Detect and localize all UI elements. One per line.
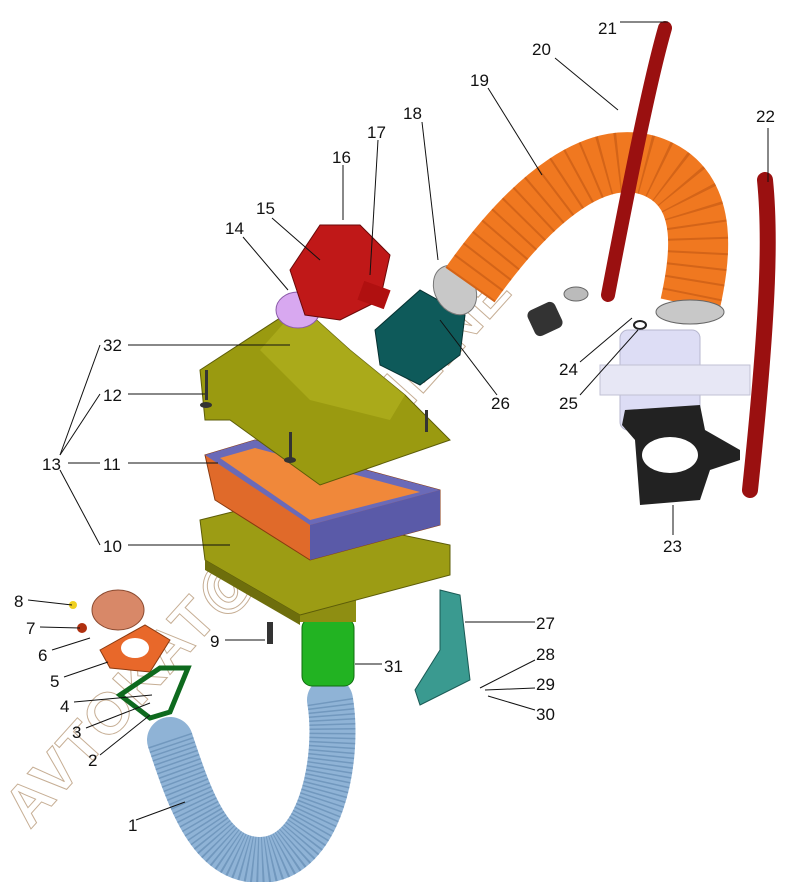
callout-9: 9 — [210, 632, 220, 651]
callout-5: 5 — [50, 672, 60, 691]
part-22-red-hose — [742, 172, 776, 498]
callout-31: 31 — [384, 657, 403, 676]
leader-lines — [27, 21, 769, 821]
callout-24: 24 — [559, 360, 578, 379]
part-12-screws — [200, 370, 428, 463]
callout-18: 18 — [403, 104, 422, 123]
callout-15: 15 — [256, 199, 275, 218]
callout-16: 16 — [332, 148, 351, 167]
part-throttle-body — [599, 329, 751, 431]
callout-2: 2 — [88, 751, 98, 770]
callout-14: 14 — [225, 219, 244, 238]
callout-28: 28 — [536, 645, 555, 664]
callout-3: 3 — [72, 723, 82, 742]
callout-17: 17 — [367, 123, 386, 142]
callout-1: 1 — [128, 816, 138, 835]
part-plug — [527, 301, 563, 337]
callout-20: 20 — [532, 40, 551, 59]
callout-22: 22 — [756, 107, 775, 126]
part-4-gasket — [115, 665, 192, 721]
callout-23: 23 — [663, 537, 682, 556]
callout-8: 8 — [14, 592, 24, 611]
callout-7: 7 — [26, 619, 36, 638]
part-27-bracket — [414, 589, 471, 706]
callout-19: 19 — [470, 71, 489, 90]
callout-26: 26 — [491, 394, 510, 413]
callout-4: 4 — [60, 697, 70, 716]
callout-6: 6 — [38, 646, 48, 665]
part-24-25-seals — [633, 320, 647, 330]
callout-21: 21 — [598, 19, 617, 38]
part-26-adapter — [374, 289, 466, 386]
callout-11: 11 — [103, 455, 121, 474]
part-6-cap — [91, 589, 145, 631]
part-31-nozzle — [301, 617, 355, 687]
callout-27: 27 — [536, 614, 555, 633]
part-19-orange-hose — [445, 132, 729, 312]
part-20-21-red-hose — [601, 21, 672, 302]
callout-32: 32 — [103, 336, 122, 355]
callout-13: 13 — [42, 455, 61, 474]
callout-30: 30 — [536, 705, 555, 724]
part-17-connector — [357, 280, 391, 310]
callout-12: 12 — [103, 386, 122, 405]
callout-29: 29 — [536, 675, 555, 694]
callout-25: 25 — [559, 394, 578, 413]
part-8-bolt — [69, 601, 77, 609]
callout-10: 10 — [103, 537, 122, 556]
part-9-bolt — [267, 622, 273, 644]
part-7-bolt — [77, 623, 87, 633]
